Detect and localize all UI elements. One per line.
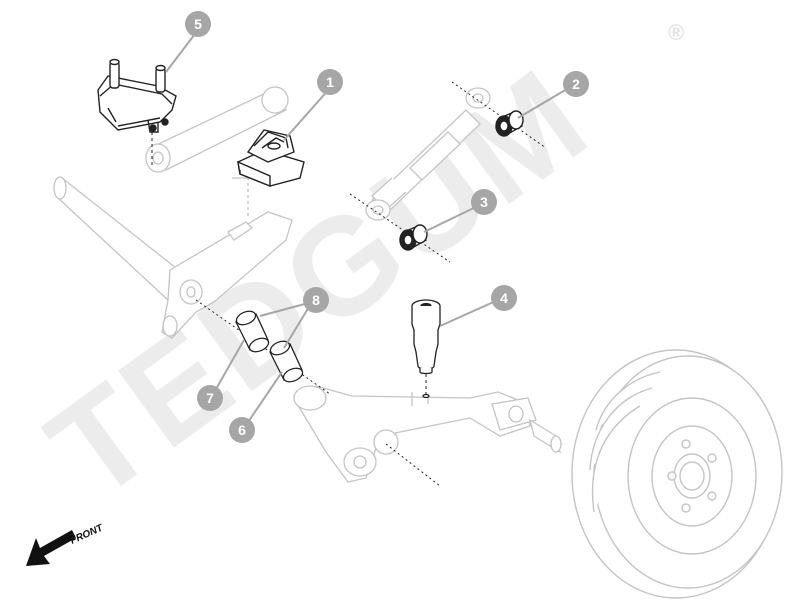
part-bushing-6 xyxy=(269,340,304,383)
callout-8-label: 8 xyxy=(312,292,320,308)
callout-1-label: 1 xyxy=(326,74,334,90)
arrow-down-left-icon xyxy=(26,530,76,566)
front-label: FRONT xyxy=(69,522,106,546)
front-spindle-bracket xyxy=(161,177,293,339)
callout-1: 1 xyxy=(317,69,343,95)
callout-5-label: 5 xyxy=(194,16,202,32)
leader-lines xyxy=(165,29,573,429)
callout-6: 6 xyxy=(229,417,255,443)
part-bushing-7 xyxy=(235,310,270,353)
callout-6-label: 6 xyxy=(238,422,246,438)
part-upper-bushing xyxy=(495,110,524,137)
wheel xyxy=(571,349,783,599)
callout-8: 8 xyxy=(303,287,329,313)
callout-7-label: 7 xyxy=(206,390,214,406)
callout-4-label: 4 xyxy=(500,290,508,306)
callout-3-label: 3 xyxy=(480,194,488,210)
callout-5: 5 xyxy=(185,11,211,37)
callout-4: 4 xyxy=(491,285,517,311)
part-engine-mount xyxy=(97,58,177,166)
callout-2-label: 2 xyxy=(572,76,580,92)
callout-3: 3 xyxy=(471,189,497,215)
watermark-registered-mark: ® xyxy=(668,20,684,45)
shock-absorber xyxy=(349,81,547,263)
callout-7: 7 xyxy=(197,385,223,411)
callout-2: 2 xyxy=(563,71,589,97)
front-direction-indicator: FRONT xyxy=(26,522,105,566)
part-lower-bushing xyxy=(399,224,428,251)
part-cab-mount-cushion xyxy=(237,129,305,188)
front-axle-beam xyxy=(53,176,185,301)
upper-control-arm xyxy=(145,86,289,173)
part-bump-stop xyxy=(411,299,441,399)
